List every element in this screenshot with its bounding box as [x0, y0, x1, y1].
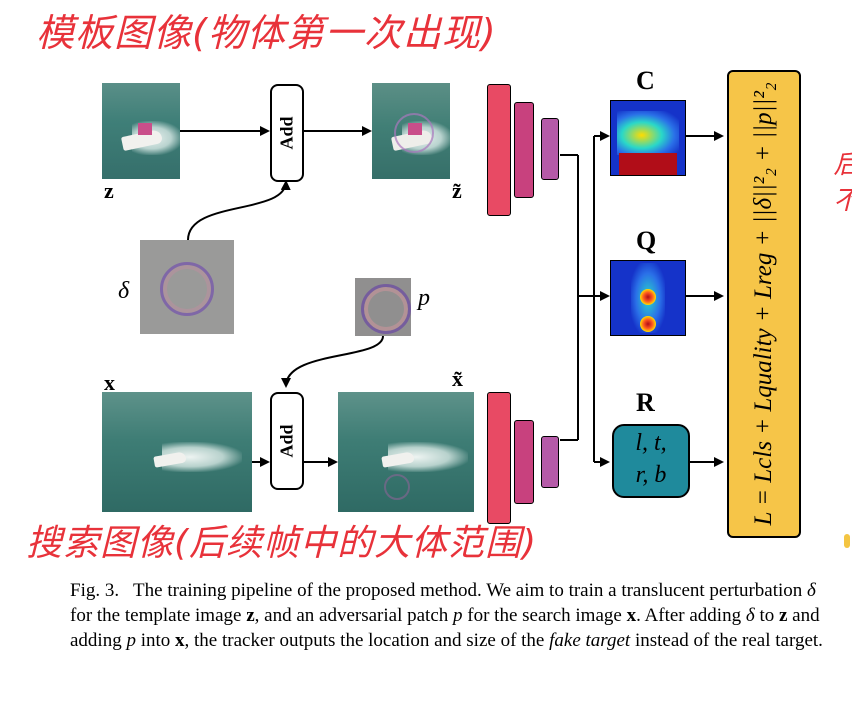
caption-sym-p-2: p — [126, 630, 136, 651]
feature-layer-1-bottom — [487, 392, 511, 524]
caption-text-j: instead of the real target. — [634, 630, 823, 651]
perturbation-delta — [140, 240, 234, 334]
head-q-label: Q — [636, 226, 657, 255]
caption-text-g: and adding — [70, 605, 820, 651]
caption-text-c: , and an adversarial patch — [254, 605, 449, 626]
feature-layer-2-top — [514, 102, 534, 198]
perturbed-template-z-tilde — [372, 83, 450, 179]
caption-text-e: . After adding — [636, 605, 742, 626]
heatmap-peak — [619, 153, 677, 175]
caption-sym-z: z — [246, 605, 255, 626]
caption-sym-z-2: z — [778, 605, 788, 626]
caption-text-a: The training pipeline of the proposed me… — [133, 580, 803, 601]
loss-formula: L = Lcls + Lquality + Lreg + ||δ||²₂ + |… — [750, 82, 777, 526]
template-image-z — [102, 83, 180, 179]
label-z-tilde: z̃ — [452, 178, 462, 203]
label-delta: δ — [118, 278, 130, 304]
perturbation-pattern — [160, 262, 214, 316]
adversarial-patch-p — [355, 278, 411, 336]
regression-line-2: r, b — [635, 462, 667, 488]
caption-sym-x-2: x — [175, 630, 185, 651]
label-z: z — [104, 178, 114, 203]
heatmap-blob — [617, 111, 679, 155]
add-label-top: Add — [276, 116, 297, 150]
search-image-x — [102, 392, 252, 512]
head-c-label: C — [636, 66, 655, 95]
caption-sym-delta: δ — [807, 580, 816, 601]
label-p: p — [418, 285, 430, 311]
caption-text-i: , the tracker outputs the location and s… — [184, 630, 545, 651]
add-block-top: Add — [270, 84, 304, 182]
label-x: x — [104, 370, 115, 395]
add-block-bottom: Add — [270, 392, 304, 490]
caption-fig-number: Fig. 3. — [70, 580, 120, 601]
boat-cabin — [138, 123, 152, 135]
label-x-tilde: x̃ — [452, 366, 463, 391]
handwritten-mark — [844, 534, 850, 548]
patch-pattern — [361, 284, 411, 334]
heatmap-peak-1 — [640, 289, 656, 305]
feature-layer-1-top — [487, 84, 511, 216]
caption-sym-x: x — [626, 605, 637, 626]
feature-layer-3-bottom — [541, 436, 559, 488]
add-label-bottom: Add — [276, 424, 297, 458]
perturbed-search-x-tilde — [338, 392, 474, 512]
feature-layer-2-bottom — [514, 420, 534, 504]
heatmap-peak-2 — [640, 316, 656, 332]
handwritten-note-search: 搜索图像(后续帧中的大体范围) — [26, 523, 538, 564]
classification-heatmap — [610, 100, 686, 176]
caption-text-f: to — [759, 605, 775, 626]
caption-text-d: for the search image — [467, 605, 622, 626]
perturbation-overlay — [394, 113, 434, 153]
caption-text-b: for the template image — [70, 605, 242, 626]
quality-heatmap — [610, 260, 686, 336]
figure-caption: Fig. 3. The training pipeline of the pro… — [70, 578, 840, 653]
handwritten-note-right: 后 不 — [829, 150, 852, 214]
feature-layer-3-top — [541, 118, 559, 180]
handwritten-note-template: 模板图像(物体第一次出现) — [36, 11, 497, 55]
regression-output: l, t, r, b — [612, 424, 690, 498]
caption-sym-delta-2: δ — [745, 605, 755, 626]
caption-fake-target: fake target — [549, 630, 631, 651]
regression-line-1: l, t, — [635, 430, 667, 456]
caption-sym-p: p — [453, 605, 463, 626]
caption-text-h: into — [140, 630, 171, 651]
loss-function-box: L = Lcls + Lquality + Lreg + ||δ||²₂ + |… — [727, 70, 801, 538]
head-r-label: R — [636, 388, 655, 417]
embedded-patch — [384, 474, 410, 500]
